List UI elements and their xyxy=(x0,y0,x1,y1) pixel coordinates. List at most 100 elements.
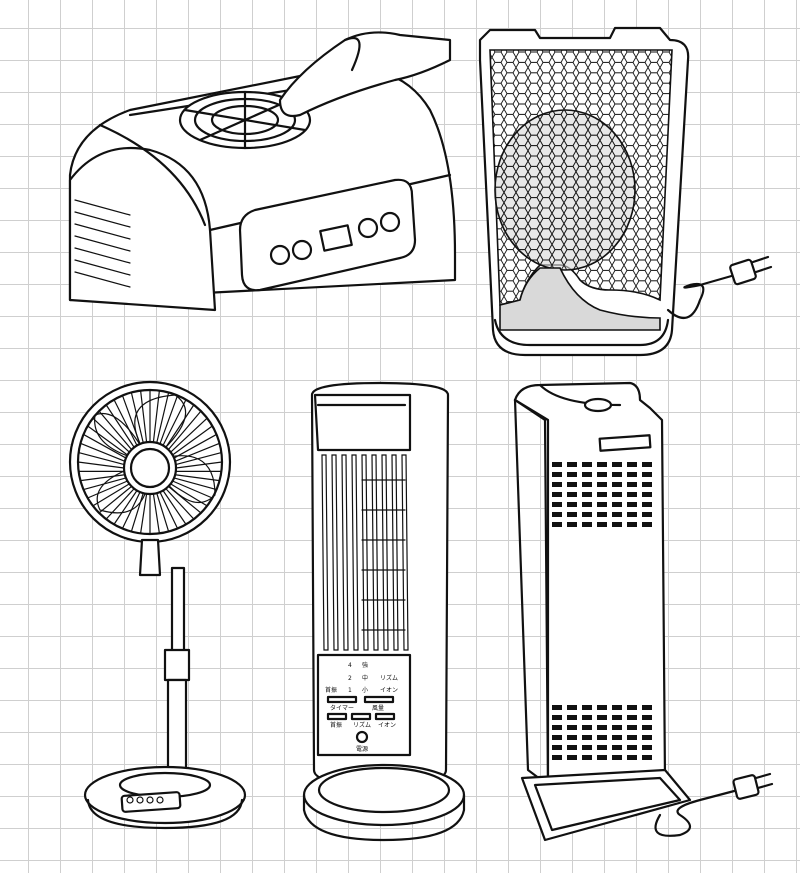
vent-slot xyxy=(582,472,592,477)
guard-wire xyxy=(92,417,130,453)
vent-slot xyxy=(612,735,622,740)
vent-slot xyxy=(642,705,652,710)
guard-wire xyxy=(159,491,179,530)
vent-slot xyxy=(612,725,622,730)
vent-slot xyxy=(552,502,562,507)
fan-blades xyxy=(94,394,216,514)
vent-slot xyxy=(612,745,622,750)
louver-slat xyxy=(371,454,379,651)
guard-wire xyxy=(159,394,179,445)
guard-wire xyxy=(167,485,202,514)
vent-slot xyxy=(612,512,622,517)
vent-slot xyxy=(642,745,652,750)
vent-slot xyxy=(552,715,562,720)
louver-slat xyxy=(391,454,399,651)
label-speed-1: 1 xyxy=(348,687,352,694)
guard-wire xyxy=(152,390,160,443)
power-cord-plug xyxy=(666,255,773,320)
vent-slot xyxy=(582,735,592,740)
vent-slot xyxy=(597,745,607,750)
vent-slot xyxy=(627,522,637,527)
guard-wire xyxy=(170,483,208,507)
heater-knob xyxy=(583,397,613,413)
fan-guard-wires xyxy=(77,389,223,535)
display-window xyxy=(319,224,353,252)
vent-slot xyxy=(627,482,637,487)
vent-slot xyxy=(642,715,652,720)
vent-slot xyxy=(567,462,577,467)
guard-wire xyxy=(165,488,195,520)
guard-wire xyxy=(78,452,125,466)
vent-slot xyxy=(642,522,652,527)
vent-slot xyxy=(612,502,622,507)
louver-slat xyxy=(361,454,369,651)
label-rhythm-top: リズム xyxy=(380,674,398,682)
vent-slot xyxy=(552,705,562,710)
label-speed-2: 2 xyxy=(348,675,352,682)
ceramic-heater xyxy=(478,26,773,357)
vent-slot xyxy=(597,715,607,720)
vent-slot xyxy=(582,725,592,730)
label-timer: タイマー xyxy=(330,704,354,712)
panel-button xyxy=(379,211,401,233)
guard-wire xyxy=(140,493,148,534)
label-ion-top: イオン xyxy=(380,687,398,694)
pointing-hand xyxy=(278,31,452,118)
vent-slot xyxy=(642,472,652,477)
vent-slot xyxy=(627,735,637,740)
label-power: 電源 xyxy=(356,745,368,753)
vent-slot xyxy=(582,462,592,467)
vent-slot xyxy=(567,715,577,720)
vent-slot xyxy=(567,745,577,750)
vent-slot xyxy=(642,482,652,487)
louver-slat xyxy=(381,454,389,651)
vent-slot xyxy=(627,462,637,467)
guard-wire xyxy=(130,391,144,444)
control-panel xyxy=(238,178,417,292)
guard-wire xyxy=(82,433,127,459)
guard-wire xyxy=(175,461,223,469)
guard-wire xyxy=(171,480,213,499)
vent-slot xyxy=(642,502,652,507)
tower-fan: 4 強 2 中 リズム 首振 1 小 イオン タイマー 風量 首振 リズム イオ… xyxy=(302,381,466,842)
vent-slot xyxy=(582,755,592,760)
vent-slot xyxy=(612,755,622,760)
louver-slat xyxy=(321,454,329,651)
airflow-button xyxy=(363,695,395,704)
label-swing-top: 首振 xyxy=(325,686,337,694)
vent-slot xyxy=(612,482,622,487)
heater-vents-bottom xyxy=(552,705,652,760)
guard-wire xyxy=(173,477,218,491)
vent-slot xyxy=(552,512,562,517)
guard-wire xyxy=(173,433,218,459)
vent-slot xyxy=(552,735,562,740)
vent-slot xyxy=(642,725,652,730)
louver-slat xyxy=(401,454,409,651)
label-rhythm: リズム xyxy=(353,721,371,729)
base-control-pad xyxy=(120,791,182,813)
tower-heater xyxy=(513,381,774,842)
guard-wire xyxy=(87,480,129,499)
guard-wire xyxy=(98,410,133,451)
vent-slot xyxy=(567,705,577,710)
label-airflow: 風量 xyxy=(372,705,384,712)
tower-fan-control-panel: 4 強 2 中 リズム 首振 1 小 イオン タイマー 風量 首振 リズム イオ… xyxy=(316,653,412,757)
standing-fan xyxy=(68,380,247,830)
vent-slot xyxy=(597,512,607,517)
tower-fan-louvers xyxy=(321,454,409,651)
vent-slot xyxy=(567,512,577,517)
tower-fan-base xyxy=(302,763,466,827)
vent-slot xyxy=(612,472,622,477)
panel-button xyxy=(269,244,291,266)
swing-button xyxy=(326,712,348,721)
air-conditioner-unit xyxy=(68,31,457,312)
vent-slot xyxy=(567,492,577,497)
guard-wire xyxy=(167,410,202,451)
guard-wire xyxy=(79,474,126,482)
vent-slot xyxy=(597,462,607,467)
guard-wire xyxy=(113,399,138,447)
guard-wire xyxy=(105,488,135,520)
vent-slot xyxy=(627,512,637,517)
vent-slot xyxy=(552,492,562,497)
